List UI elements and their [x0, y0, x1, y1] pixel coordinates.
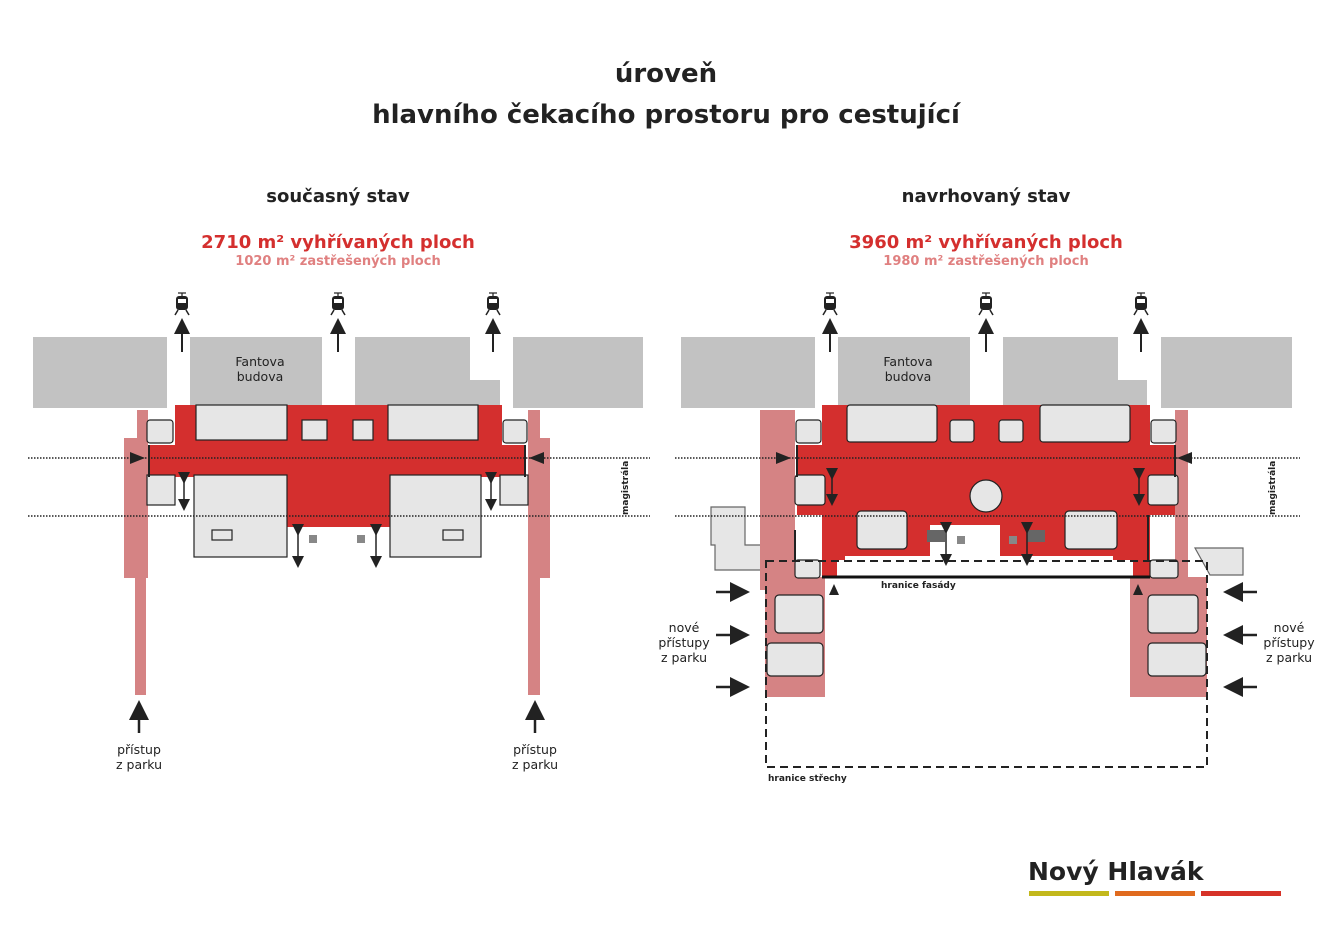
- access-label: přístupy: [1263, 635, 1315, 650]
- elevator-icon: [957, 536, 965, 544]
- current-heated-area: 2710 m² vyhřívaných ploch: [201, 232, 475, 253]
- escalator-icon: [178, 472, 497, 568]
- fantova-building: [838, 337, 975, 418]
- current-covered-area: 1020 m² zastřešených ploch: [235, 254, 440, 269]
- building: [355, 337, 500, 408]
- building: [33, 337, 167, 408]
- train-icon: [822, 292, 838, 316]
- access-label: z parku: [1266, 650, 1312, 665]
- covered-area-left: [124, 410, 148, 695]
- access-label: přístup: [117, 742, 161, 757]
- roof-label: hranice střechy: [768, 774, 847, 784]
- access-label: z parku: [512, 757, 558, 772]
- access-label: nové: [1274, 620, 1305, 635]
- column: [969, 479, 1003, 513]
- roof-boundary: [765, 560, 1208, 768]
- train-icon: [978, 292, 994, 316]
- axis-label: magistrála: [621, 461, 631, 515]
- train-icon: [1133, 292, 1149, 316]
- current-state-plan: současný stav 2710 m² vyhřívaných ploch …: [28, 186, 650, 772]
- elevator-icon: [357, 535, 365, 543]
- building-label: Fantova: [235, 354, 284, 369]
- train-icon: [485, 292, 501, 316]
- train-icon: [330, 292, 346, 316]
- elevator-icon: [309, 535, 317, 543]
- building-label: Fantova: [883, 354, 932, 369]
- axis-label: magistrála: [1268, 461, 1278, 515]
- proposed-heading: navrhovaný stav: [902, 186, 1071, 207]
- proposed-heated-area: 3960 m² vyhřívaných ploch: [849, 232, 1123, 253]
- access-label: z parku: [661, 650, 707, 665]
- arrow-icon: [529, 452, 544, 464]
- logo-bar: [1115, 891, 1195, 896]
- fantova-building: [190, 337, 327, 418]
- proposed-state-plan: navrhovaný stav 3960 m² vyhřívaných ploc…: [658, 186, 1315, 784]
- proposed-covered-area: 1980 m² zastřešených ploch: [883, 254, 1088, 269]
- access-label: z parku: [116, 757, 162, 772]
- building: [513, 337, 643, 408]
- train-icon: [174, 292, 190, 316]
- access-label: nové: [669, 620, 700, 635]
- building-label: budova: [885, 369, 932, 384]
- building-label: budova: [237, 369, 284, 384]
- current-heading: současný stav: [266, 186, 410, 207]
- logo: Nový Hlavák: [1028, 857, 1281, 896]
- access-label: přístup: [513, 742, 557, 757]
- logo-bar: [1029, 891, 1109, 896]
- logo-text: Nový Hlavák: [1028, 857, 1205, 886]
- logo-bar: [1201, 891, 1281, 896]
- covered-area-right: [528, 410, 550, 695]
- facade-label: hranice fasády: [881, 581, 956, 591]
- arrow-icon: [130, 452, 145, 464]
- title-line-2: hlavního čekacího prostoru pro cestující: [372, 100, 962, 130]
- access-label: přístupy: [658, 635, 710, 650]
- escalator-icon: [826, 468, 1145, 566]
- arrow-icon: [1177, 452, 1192, 464]
- title-line-1: úroveň: [615, 59, 717, 89]
- access-arrows: [716, 582, 1257, 697]
- arrow-icon: [776, 452, 791, 464]
- elevator-icon: [1009, 536, 1017, 544]
